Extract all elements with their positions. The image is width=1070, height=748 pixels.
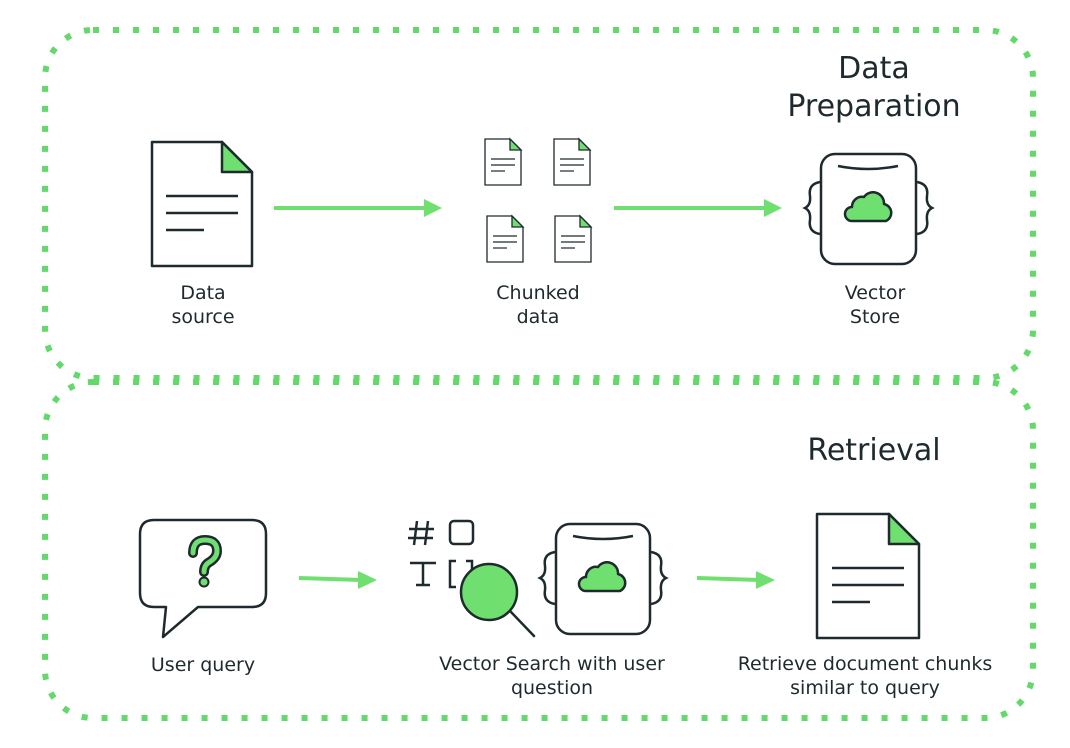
question-bubble-icon [138,518,268,639]
retrieve-chunks-label: Retrieve document chunks similar to quer… [737,653,993,699]
arrow-query-to-search [298,571,377,589]
retrieval-title: Retrieval [807,433,941,468]
hash-icon [408,520,434,546]
square-icon [448,519,475,546]
data-preparation-title: Data Preparation [787,51,961,124]
arrow-search-to-result [696,571,775,589]
chunked-data-label: Chunked data [496,282,580,328]
text-icon [410,561,436,587]
data-source-document-icon [150,140,254,268]
arrow-source-to-chunks [274,199,442,217]
retrieval-border [42,379,1036,721]
data-source-label: Data source [171,282,235,328]
arrow-chunks-to-store [614,199,782,217]
user-query-label: User query [150,654,256,676]
chunked-documents-icon [484,137,593,263]
vector-store-icon [802,152,935,266]
vector-store-label: Vector Store [844,282,906,328]
magnifier-icon [459,562,536,638]
retrieved-document-icon [815,512,921,640]
data-preparation-border [42,27,1036,381]
vector-store-icon [537,522,669,636]
vector-search-label: Vector Search with user question [439,653,665,699]
vector-search-icon [408,519,669,638]
